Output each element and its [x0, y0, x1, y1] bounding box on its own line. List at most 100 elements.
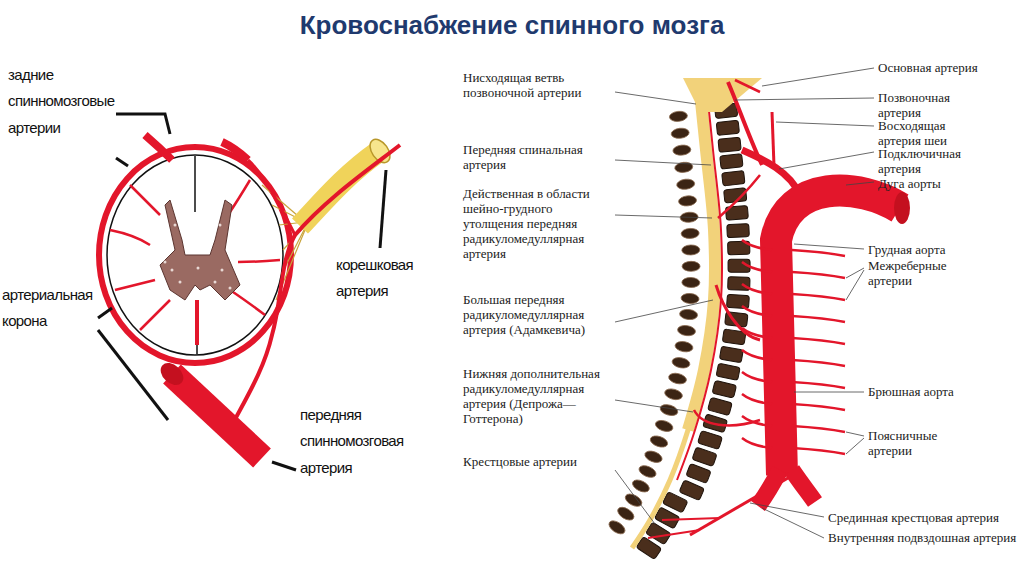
- part-label: Передняя спинальная артерия: [463, 142, 613, 172]
- spinous-process: [682, 261, 700, 271]
- part-label: Крестцовые артерии: [463, 454, 613, 469]
- vertebral-body: [718, 137, 741, 152]
- aorta-end: [894, 192, 910, 224]
- intercostal-artery: [742, 394, 772, 404]
- spinous-process: [671, 356, 691, 369]
- spinous-process: [672, 144, 691, 156]
- grey-matter: [160, 200, 240, 300]
- spinous-process: [637, 463, 657, 479]
- spinous-process: [659, 403, 679, 418]
- part-label: Нижняя дополнительная радикуломедуллярна…: [463, 366, 613, 426]
- spinous-process: [654, 418, 674, 433]
- intercostal-artery: [742, 372, 772, 382]
- part-label: артериальная корона: [2, 282, 100, 335]
- part-label: задние спинномозговые артерии: [8, 62, 118, 141]
- spinous-process: [674, 340, 693, 353]
- intercostal-artery: [792, 360, 845, 366]
- intercostal-artery: [742, 416, 772, 426]
- spinous-process: [682, 245, 700, 256]
- spinous-process: [649, 434, 669, 449]
- spinous-process: [678, 195, 697, 207]
- posterior-spinal-artery: [145, 135, 172, 160]
- anterior-spinal-artery-end: [156, 359, 187, 390]
- part-label: Позвоночная артерия: [878, 90, 990, 120]
- vertebral-body: [727, 224, 750, 238]
- spinous-process: [668, 372, 688, 386]
- intercostal-artery: [742, 350, 772, 360]
- radicular-branch: [248, 160, 295, 235]
- vertebral-body: [712, 380, 736, 398]
- intercostal-artery: [742, 284, 772, 294]
- vertebral-body: [679, 480, 704, 501]
- segmental-arteries: [742, 240, 845, 454]
- part-label: Внутренняя подвздошная артерия: [828, 530, 1018, 545]
- part-label: Подключичная артерия: [878, 146, 990, 176]
- intercostal-artery: [792, 250, 845, 256]
- intercostal-artery: [792, 404, 845, 410]
- posterior-spinal-artery: [222, 142, 248, 160]
- spinous-process: [676, 178, 695, 190]
- part-label: Грудная аорта: [868, 242, 988, 257]
- arteries: [648, 82, 900, 538]
- intercostal-artery: [792, 316, 845, 322]
- part-label: Межреберные артерии: [868, 258, 978, 288]
- spinous-process: [671, 127, 690, 139]
- spinous-process: [607, 518, 628, 536]
- posterior-fissure: [194, 156, 196, 212]
- spinous-process: [631, 478, 652, 495]
- vertebral-body: [698, 430, 723, 449]
- vertebral-body: [722, 171, 745, 186]
- spinous-process: [623, 492, 644, 509]
- part-label: корешковая артерия: [336, 252, 428, 305]
- brainstem: [683, 78, 762, 112]
- part-label: передняя спинномозговая артерия: [300, 402, 412, 481]
- intercostal-artery: [792, 382, 845, 388]
- intercostal-artery: [792, 294, 845, 300]
- intercostal-artery: [792, 272, 845, 278]
- page-title: Кровоснабжение спинного мозга: [0, 10, 1024, 41]
- spinous-process: [669, 110, 688, 122]
- intercostal-artery: [742, 438, 772, 448]
- intercostal-artery: [742, 328, 772, 338]
- spinous-process: [616, 505, 637, 523]
- basilar-artery: [735, 80, 760, 92]
- part-label: Действенная в области шейно-грудного уто…: [463, 186, 613, 261]
- vertebral-body: [720, 154, 743, 169]
- part-label: Нисходящая ветвь позвоночной артерии: [463, 70, 583, 100]
- sulcal-artery: [195, 300, 199, 345]
- spinal-cord: [688, 92, 715, 430]
- spinous-process: [643, 449, 663, 465]
- intercostal-artery: [792, 448, 845, 454]
- spinous-process: [664, 387, 684, 401]
- intercostal-artery: [742, 240, 772, 250]
- spine-guide: [632, 92, 715, 548]
- vertebral-body: [716, 363, 740, 380]
- spinous-process: [681, 228, 699, 239]
- spinous-process: [681, 293, 700, 304]
- spinous-process: [677, 324, 696, 336]
- part-label: Большая передняя радикуломедуллярная арт…: [463, 292, 613, 337]
- intercostal-artery: [742, 306, 772, 316]
- part-label: Основная артерия: [878, 60, 990, 75]
- vertebral-body: [686, 463, 711, 483]
- vertebral-body: [727, 294, 750, 309]
- leader-lines: [615, 68, 874, 538]
- intercostal-artery: [792, 338, 845, 344]
- spinal-cord-section: [107, 155, 283, 355]
- vertebral-body: [719, 346, 743, 363]
- part-label: Срединная крестцовая артерия: [828, 510, 1018, 525]
- grey-matter-speckles: [164, 224, 232, 290]
- spinal-column: [607, 92, 750, 560]
- part-label: Брюшная аорта: [868, 384, 988, 399]
- part-label: Восходящая артерия шеи: [878, 118, 990, 148]
- part-label: Дуга аорты: [878, 176, 990, 191]
- vertebral-body: [692, 447, 717, 466]
- spinous-process: [679, 309, 698, 321]
- part-label: Поясничные артерии: [868, 428, 978, 458]
- cauda-equina: [632, 92, 715, 548]
- vertebral-body: [716, 120, 739, 135]
- spinous-process: [682, 277, 700, 288]
- intercostal-artery: [792, 426, 845, 432]
- intercostal-artery: [742, 262, 772, 272]
- vertebral-body: [708, 397, 733, 415]
